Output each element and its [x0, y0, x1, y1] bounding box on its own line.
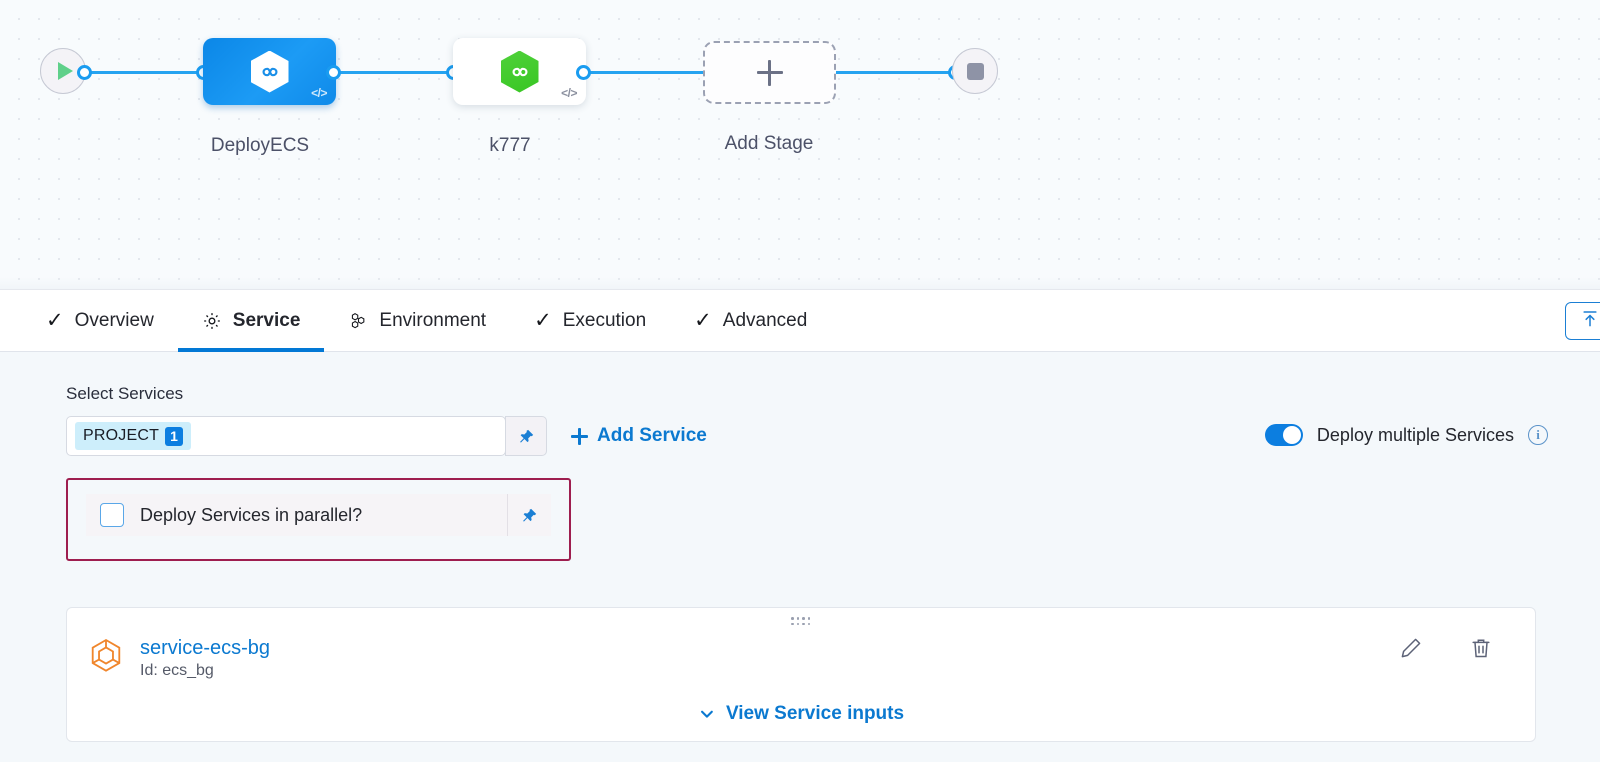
service-card[interactable]: service-ecs-bg Id: ecs_bg — [66, 607, 1536, 742]
code-view-icon[interactable]: </> — [311, 86, 327, 100]
select-services-row: PROJECT 1 Add Service — [66, 416, 1600, 456]
stage-node-k777[interactable]: </> — [453, 38, 586, 105]
connector-dot — [77, 65, 92, 80]
play-icon — [57, 62, 73, 80]
code-view-icon[interactable]: </> — [561, 86, 577, 100]
pipeline-canvas[interactable]: </> DeployECS </> k777 Add Stage — [0, 0, 1600, 290]
check-icon: ✓ — [534, 309, 552, 332]
deploy-multiple-services-toggle[interactable] — [1264, 424, 1303, 446]
service-name-link[interactable]: service-ecs-bg — [140, 637, 271, 659]
pin-services-field-button[interactable] — [505, 416, 547, 456]
tab-execution[interactable]: ✓ Execution — [510, 290, 670, 351]
check-icon: ✓ — [694, 309, 712, 332]
add-stage-label: Add Stage — [724, 133, 814, 154]
pipeline-end-node[interactable] — [952, 48, 998, 94]
tab-service[interactable]: Service — [177, 290, 325, 352]
tab-label: Environment — [379, 309, 487, 331]
tab-label: Advanced — [722, 309, 808, 331]
gear-icon — [202, 311, 222, 331]
chevron-down-icon — [701, 710, 713, 718]
save-as-template-icon — [1580, 309, 1600, 334]
tab-overview[interactable]: ✓ Overview — [22, 290, 178, 351]
stage-label-k777: k777 — [489, 135, 531, 156]
add-stage-button[interactable] — [703, 41, 836, 104]
info-icon[interactable]: i — [1528, 425, 1548, 445]
add-service-button[interactable]: Add Service — [571, 425, 707, 447]
check-icon: ✓ — [46, 309, 64, 332]
plus-icon — [571, 427, 588, 445]
view-service-inputs-button[interactable]: View Service inputs — [698, 703, 904, 725]
deploy-parallel-field: Deploy Services in parallel? — [86, 494, 551, 536]
deploy-parallel-checkbox[interactable] — [100, 503, 124, 527]
parallel-deploy-highlight-region: Deploy Services in parallel? — [66, 478, 571, 561]
harness-hexagon-icon — [500, 50, 539, 93]
pin-icon — [523, 508, 537, 522]
tab-label: Execution — [562, 309, 647, 331]
services-select-input[interactable]: PROJECT 1 — [66, 416, 506, 456]
connector-line — [583, 71, 711, 74]
delete-service-button[interactable] — [1469, 636, 1493, 665]
deploy-parallel-checkbox-group[interactable]: Deploy Services in parallel? — [86, 503, 507, 527]
deploy-multiple-services-label: Deploy multiple Services — [1316, 424, 1514, 445]
save-as-template-button[interactable]: S — [1564, 302, 1600, 340]
pin-parallel-field-button[interactable] — [507, 494, 551, 536]
pin-icon — [519, 429, 533, 443]
connector-dot — [326, 65, 341, 80]
add-service-label: Add Service — [597, 425, 707, 446]
tab-advanced[interactable]: ✓ Advanced — [670, 290, 831, 351]
tab-label: Overview — [74, 309, 154, 331]
stage-tab-bar: ✓ Overview Service Environment ✓ Executi… — [0, 290, 1600, 352]
infrastructure-icon — [348, 311, 368, 331]
plus-icon — [756, 59, 783, 86]
tab-environment[interactable]: Environment — [324, 290, 510, 351]
connector-line — [333, 71, 461, 74]
deploy-parallel-label: Deploy Services in parallel? — [140, 504, 363, 525]
service-hexagon-icon — [87, 636, 125, 681]
drag-handle-icon[interactable] — [791, 617, 811, 625]
chip-count-badge: 1 — [165, 426, 184, 446]
connector-line — [84, 71, 206, 74]
stage-label-deployecs: DeployECS — [210, 135, 310, 156]
project-scope-chip[interactable]: PROJECT 1 — [75, 422, 192, 450]
tab-label: Service — [232, 309, 301, 331]
deploy-multiple-services-row[interactable]: Deploy multiple Services i — [1264, 424, 1548, 446]
select-services-label: Select Services — [66, 384, 184, 403]
harness-hexagon-icon — [250, 50, 289, 93]
edit-service-button[interactable] — [1399, 636, 1423, 665]
stop-icon — [966, 62, 984, 80]
stage-node-deployecs[interactable]: </> — [203, 38, 336, 105]
view-service-inputs-label: View Service inputs — [725, 703, 905, 724]
service-id-text: Id: ecs_bg — [140, 662, 214, 679]
connector-dot — [576, 65, 591, 80]
connector-line — [828, 71, 963, 74]
service-tab-panel: Select Services PROJECT 1 Add Service De… — [0, 352, 1600, 762]
chip-label: PROJECT — [83, 427, 160, 444]
